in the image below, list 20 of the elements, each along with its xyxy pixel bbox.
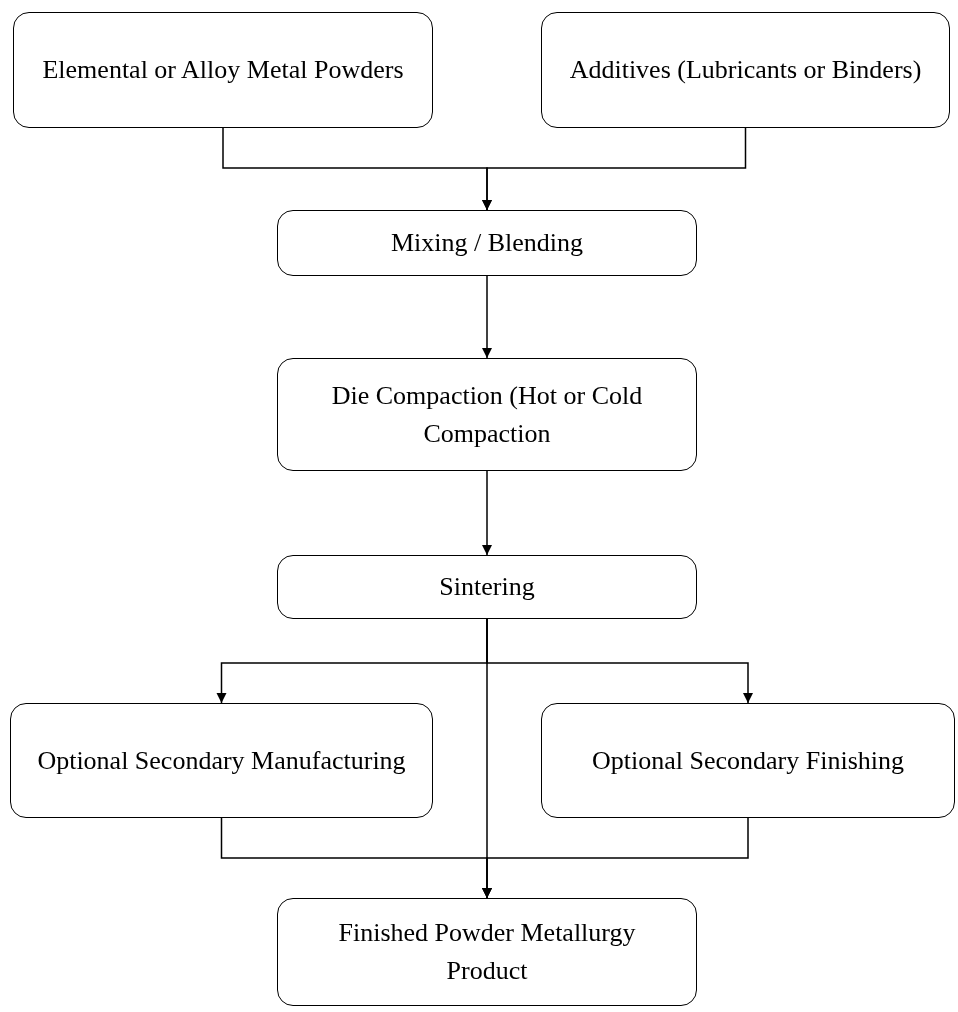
process-box [541,703,955,818]
process-box [10,703,433,818]
process-box [277,898,697,1006]
box-label: Additives (Lubricants or Binders) [569,54,922,86]
box-label: Die Compaction (Hot or Cold Compaction [330,379,644,450]
arrow [482,127,747,211]
arrow [482,817,749,899]
box-label: Elemental or Alloy Metal Powders [42,54,404,86]
box-label: Sintering [439,571,535,603]
box-label: Optional Secondary Manufacturing [37,744,406,777]
box-label: Optional Secondary Finishing [592,744,904,777]
process-box [277,210,697,276]
process-box [541,12,950,128]
box-label: Finished Powder Metallurgy Product [337,917,637,987]
box-label: Mixing / Blending [390,227,584,259]
process-box [13,12,433,128]
arrow [482,470,492,556]
process-box [277,555,697,619]
process-box [277,358,697,471]
arrow [482,275,492,359]
